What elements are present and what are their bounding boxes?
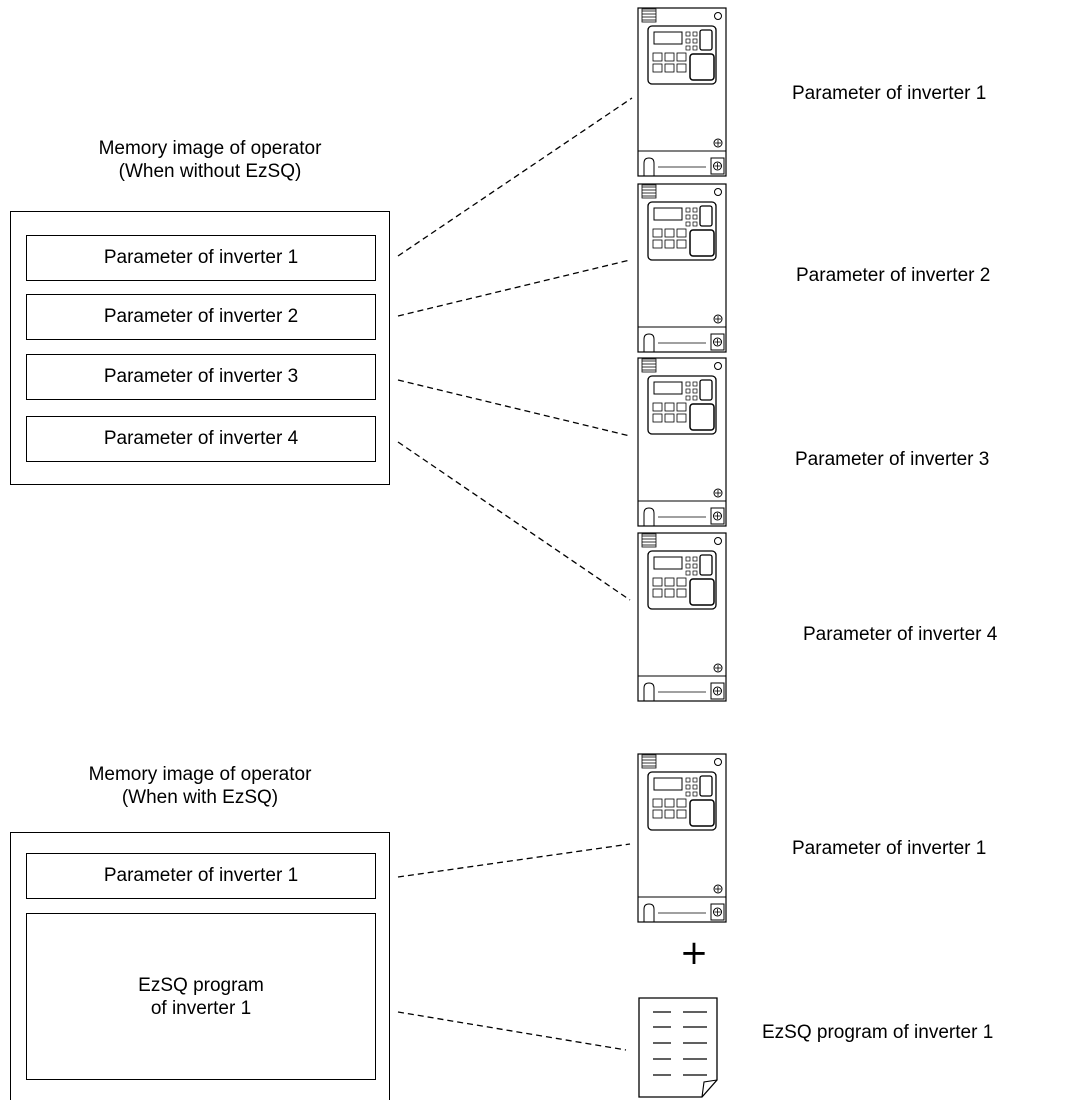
connector-line	[397, 97, 633, 257]
connector-line	[397, 843, 631, 878]
program-document-icon	[638, 997, 718, 1098]
ezsq-program-line1: EzSQ program	[138, 974, 264, 996]
inverter-device-icon	[637, 753, 727, 923]
inverter-device-icon	[637, 183, 727, 353]
memory-item-inverter-1: Parameter of inverter 1	[26, 235, 376, 281]
plus-sign: +	[679, 933, 709, 973]
connector-line	[397, 379, 631, 437]
memory-title-line2: (When without EzSQ)	[118, 161, 302, 182]
memory-title-line2: (When with EzSQ)	[121, 787, 279, 808]
ezsq-program-line2: of inverter 1	[150, 997, 252, 1019]
memory-item-ezsq-program: EzSQ program of inverter 1	[26, 913, 376, 1080]
inverter-label-4: Parameter of inverter 4	[803, 624, 998, 645]
ezsq-program-label: EzSQ program of inverter 1	[762, 1022, 994, 1043]
memory-item-inverter-4: Parameter of inverter 4	[26, 416, 376, 462]
memory-title-with-ezsq: Memory image of operator (When with EzSQ…	[30, 763, 370, 809]
connector-line	[397, 259, 631, 317]
operator-memory-frame-without-ezsq	[10, 211, 390, 485]
memory-title-line1: Memory image of operator	[88, 764, 312, 785]
inverter-label-1: Parameter of inverter 1	[792, 83, 987, 104]
memory-item-inverter-3: Parameter of inverter 3	[26, 354, 376, 400]
connector-line	[397, 1011, 627, 1051]
inverter-label-2: Parameter of inverter 2	[796, 265, 991, 286]
memory-item-inverter-2: Parameter of inverter 2	[26, 294, 376, 340]
inverter-label-3: Parameter of inverter 3	[795, 449, 990, 470]
memory-title-without-ezsq: Memory image of operator (When without E…	[40, 137, 380, 183]
inverter-device-icon	[637, 532, 727, 702]
inverter-device-icon	[637, 7, 727, 177]
memory-item-param-inverter-1: Parameter of inverter 1	[26, 853, 376, 899]
inverter-device-icon	[637, 357, 727, 527]
connector-line	[397, 441, 631, 601]
inverter-label-bottom: Parameter of inverter 1	[792, 838, 987, 859]
operator-memory-frame-with-ezsq	[10, 832, 390, 1100]
memory-title-line1: Memory image of operator	[98, 138, 322, 159]
